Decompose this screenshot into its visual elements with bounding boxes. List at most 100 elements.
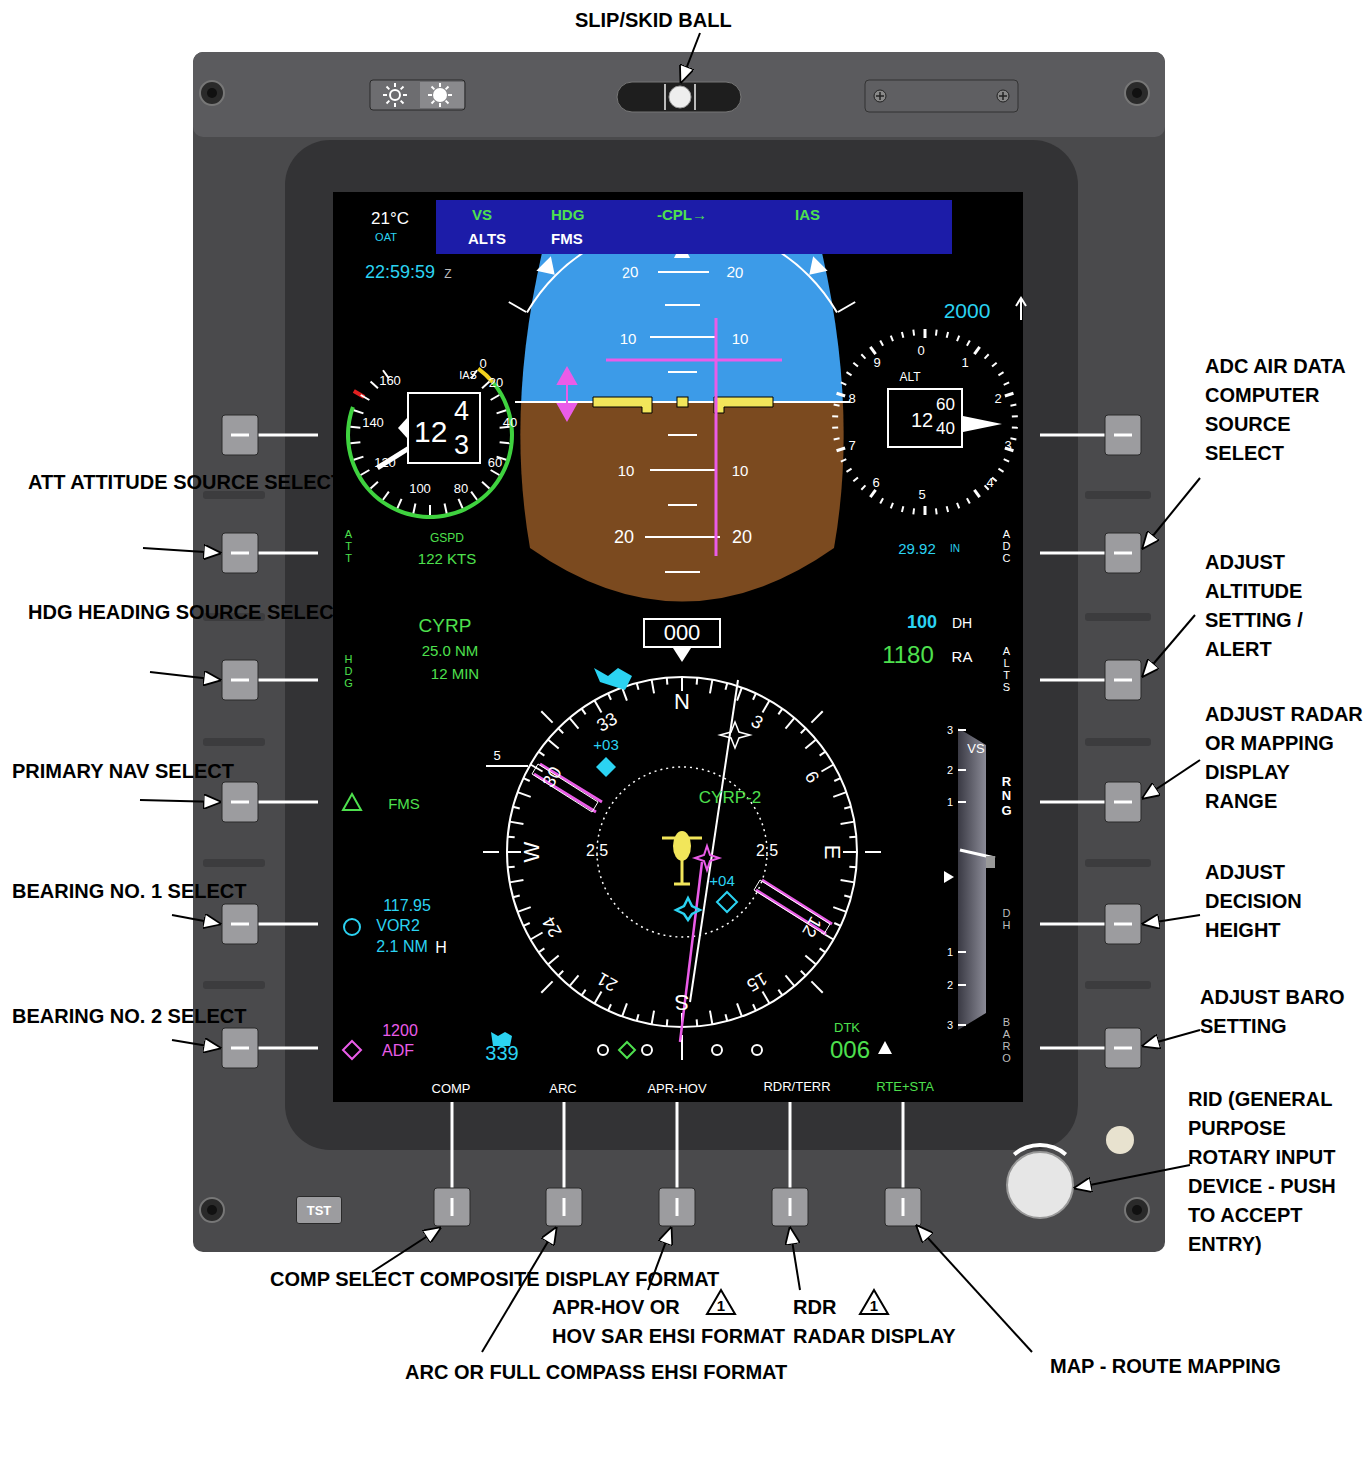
waypoint-diamond [596,757,616,777]
alt-tick [974,347,979,354]
alt-tick [935,330,938,336]
callout-label: COMP SELECT COMPOSITE DISPLAY FORMAT [270,1265,719,1294]
compass-tick [844,895,851,897]
button-slot [1085,738,1151,746]
compass-tick [696,678,699,685]
button-slot [1085,859,1151,867]
display-text: 8 [848,392,855,405]
alt-tick [880,498,883,503]
callout-label: ADJUST RADAR OR MAPPING DISPLAY RANGE [1205,700,1364,816]
compass-index [483,851,499,853]
display-text: 7 [848,439,855,452]
display-text: 140 [362,416,384,429]
button-dash [231,552,249,555]
compass-tick [608,1004,611,1010]
leader-line [1143,478,1200,548]
compass-tick [805,955,816,964]
display-text: 5 [493,749,500,762]
alt-tick [870,347,875,354]
button-dash [231,434,249,437]
display-text: 100 [907,613,937,631]
compass-tick [833,792,846,797]
compass-tick [513,895,520,897]
asi-tick [413,503,415,513]
compass-tick [710,1011,712,1025]
alt-tick [1004,382,1009,385]
bezel-button [885,1188,921,1226]
display-text: ATT [343,528,354,564]
compass-tick [582,709,586,715]
compass-tick [637,1014,639,1021]
sun-ray [446,101,449,104]
button-dash [563,1198,566,1216]
display-text: 2.1 NM [376,939,428,955]
compass-tick [785,975,794,986]
plate-screw [874,90,886,102]
compass-ring [507,677,857,1027]
asi-tick [458,499,462,508]
node-text: 4 [454,398,469,425]
airspeed-readout: 1243 [407,392,481,464]
leader-line [143,548,220,553]
button-line [451,1102,454,1188]
alt-tick [924,329,927,338]
alt-tick [870,490,875,497]
display-text: +04 [709,873,734,888]
primary-nav-symbol [343,794,361,810]
alt-tick [853,477,858,481]
bearing1-symbol [344,919,360,935]
display-text: 25.0 NM [422,643,479,658]
button-line [1040,434,1105,437]
button-slot [203,859,265,867]
compass-tick [849,836,856,839]
display-text: ARC [549,1082,576,1095]
asi-tick [354,410,364,413]
compass-label: 6 [802,768,823,786]
node-text: ALTS [468,231,506,246]
rid-knob [1007,1152,1073,1218]
compass-index [811,711,822,722]
alt-tick [1004,459,1009,462]
asi-tick [471,492,477,500]
alt-tick [832,415,838,417]
bezel-button [222,782,258,822]
pitch-line [645,536,720,538]
compass-label: 21 [594,969,620,995]
compass-tick [666,678,669,685]
heading-bug [594,668,632,690]
mount-screw-hole [207,88,217,98]
button-line [676,1102,679,1188]
compass-label: 3 [748,712,766,733]
sun-ray [432,87,435,90]
compass-index [865,851,881,853]
triangle-outline [860,1290,888,1314]
asi-tick [361,470,370,475]
compass-index [865,851,881,853]
bezel [193,52,1165,1252]
sun-ray [394,83,396,87]
alt-tick [992,363,997,367]
dimmer-bright [420,82,464,108]
asi-tick [491,395,500,400]
compass-tick [833,907,846,912]
asi-tick [371,482,378,489]
mount-screw-hole [1132,1205,1142,1215]
display-text: 60 [488,456,502,469]
compass-tick [841,880,855,882]
compass-tick [518,907,531,912]
display-text: VS [967,742,984,755]
display-text: 3 [1004,439,1011,452]
ground [500,402,870,662]
alt-tick [967,341,970,346]
display-text: 0 [479,357,486,370]
compass-tick [763,991,770,1003]
compass-tick [763,700,770,712]
button-dash [231,1047,249,1050]
to-from-indicator [878,1041,892,1054]
display-text: CYRP-2 [699,789,761,806]
display-text: 22:59:59 [365,263,435,281]
node-text: 60 [936,396,955,413]
helicopter-tail [674,858,690,884]
display-text: ADC [1001,528,1012,564]
alt-tick [947,506,948,512]
